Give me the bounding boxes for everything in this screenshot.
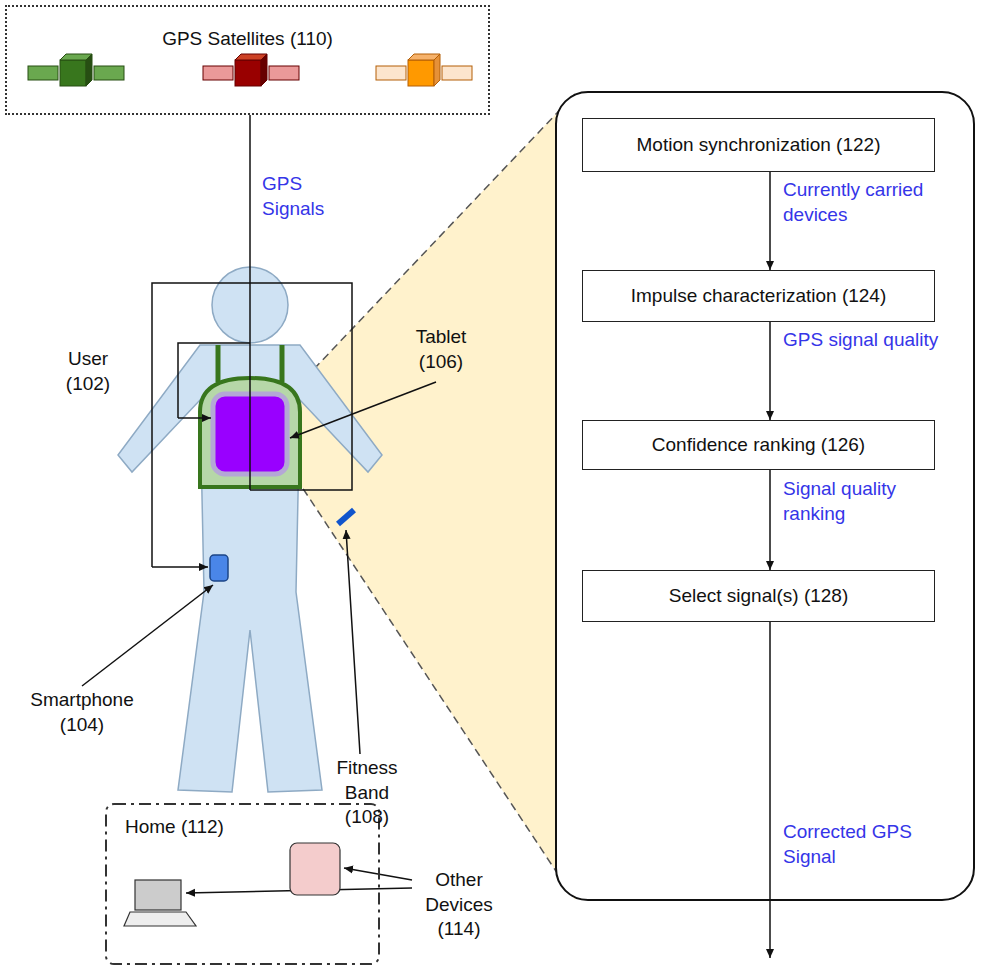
process-box: Impulse characterization (124): [582, 270, 935, 322]
node-text: GPS Satellites (110): [7, 27, 488, 52]
callout-label: User (102): [48, 347, 128, 396]
node-text: Select signal(s) (128): [669, 584, 849, 609]
fitness-band: [338, 510, 354, 524]
callout-label: Tablet (106): [404, 325, 478, 374]
other-device: [290, 843, 340, 895]
zoom-edge: [296, 478, 575, 900]
flow-arrow: [769, 322, 771, 420]
output-label: Corrected GPS Signal: [783, 820, 913, 869]
edge-label: Signal quality ranking: [781, 477, 955, 526]
satellite-icon: [28, 54, 124, 86]
signal-label: GPS Signals: [262, 172, 362, 221]
edge-label: Currently carried devices: [781, 178, 955, 227]
callout-label: Smartphone (104): [12, 688, 152, 737]
satellite-icon: [203, 54, 299, 86]
zoom-wedge: [296, 94, 575, 900]
node-text: Motion synchronization (122): [637, 133, 881, 158]
smartphone: [210, 555, 228, 581]
process-box: Confidence ranking (126): [582, 420, 935, 470]
callout-label: Other Devices (114): [414, 868, 504, 942]
node-text: Impulse characterization (124): [631, 284, 887, 309]
zoom-edge: [296, 94, 575, 388]
process-container: [556, 92, 974, 900]
process-box: Motion synchronization (122): [582, 118, 935, 172]
satellite-group: GPS Satellites (110): [5, 5, 490, 115]
flow-arrow: [769, 172, 771, 270]
node-text: Confidence ranking (126): [652, 433, 865, 458]
satellite-icon: [376, 54, 472, 86]
callout-label: Fitness Band (108): [322, 756, 412, 830]
computer-icon: [124, 880, 196, 926]
process-box: Select signal(s) (128): [582, 570, 935, 622]
signal-wire: [152, 115, 352, 567]
output-arrow: [769, 622, 771, 958]
node-text: Home (112): [125, 815, 380, 840]
home-region: Home (112): [105, 803, 380, 965]
flow-arrow: [769, 470, 771, 570]
leader-line: [82, 382, 436, 893]
edge-label: GPS signal quality: [781, 328, 955, 353]
